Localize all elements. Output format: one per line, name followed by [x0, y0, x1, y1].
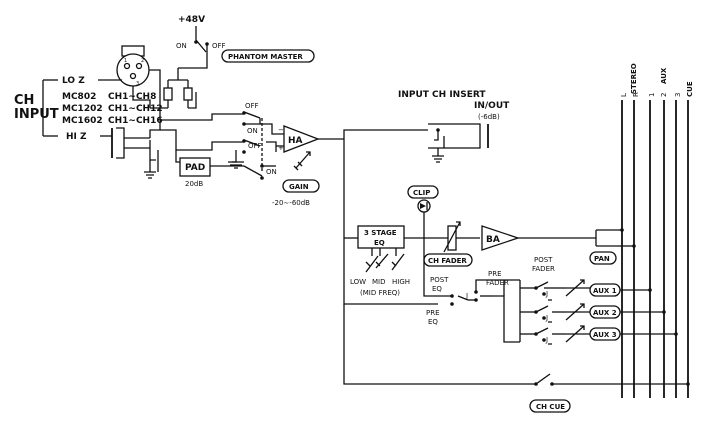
ch-fader-label: CH FADER	[428, 257, 467, 265]
ch-fader	[443, 221, 461, 253]
pre-fader-label-2: FADER	[486, 279, 509, 287]
model-channels: CH1∼CH16	[108, 116, 163, 126]
bus-r-label: R	[632, 92, 640, 97]
model-name: MC802	[62, 92, 96, 102]
phantom-resistors	[150, 68, 197, 109]
clip-label: CLIP	[413, 189, 430, 197]
phantom-off-label: OFF	[212, 42, 226, 50]
jumper-label-3: J	[545, 336, 548, 344]
pad-db-label: 20dB	[185, 180, 203, 188]
pre-eq-label-2: EQ	[428, 318, 438, 326]
ha-label: HA	[288, 136, 303, 146]
eq-mid-label: MID	[372, 278, 386, 286]
buffer-amp: BA	[481, 225, 596, 251]
switch-off-label-1: OFF	[245, 102, 259, 110]
input-bracket	[42, 79, 122, 137]
lo-z-label: LO Z	[62, 76, 85, 86]
jumper-label-1: J	[545, 290, 548, 298]
ch-cue-tag: CH CUE	[529, 399, 571, 413]
pre-eq-label-1: PRE	[426, 309, 440, 317]
jumper-label-2: J	[545, 314, 548, 322]
insert-db-label: (-6dB)	[478, 113, 500, 121]
aux1-tag: AUX 1	[589, 283, 621, 297]
post-eq-label-2: EQ	[432, 285, 442, 293]
post-eq-label-1: POST	[430, 276, 449, 284]
eq-low-label: LOW	[350, 278, 366, 286]
post-fader-label-1: POST	[534, 256, 553, 264]
insert-title: INPUT CH INSERT	[398, 90, 486, 100]
pan-pot	[595, 229, 618, 247]
input-select-switch	[228, 111, 284, 180]
svg-text:+: +	[278, 144, 284, 152]
model-name: MC1602	[62, 116, 103, 126]
bus-2-label: 2	[660, 93, 668, 97]
svg-text:1: 1	[124, 58, 127, 64]
bus-3-label: 3	[674, 93, 682, 97]
jumper-label-4: J	[465, 292, 468, 300]
post-fader-label-2: FADER	[532, 265, 555, 273]
aux3-label: AUX 3	[593, 331, 617, 339]
switch-off-label-2: OFF	[248, 142, 262, 150]
xlr-connector-icon: 1 2 3	[116, 45, 161, 108]
pan-tag: PAN	[589, 251, 617, 265]
phantom-on-label: ON	[176, 42, 187, 50]
model-list: MC802 CH1∼CH8 MC1202 CH1∼CH12 MC1602 CH1…	[62, 92, 163, 126]
switch-on-label-2: ON	[266, 168, 277, 176]
bus-1-label: 1	[648, 93, 656, 97]
aux2-tag: AUX 2	[589, 305, 621, 319]
pre-fader-label-1: PRE	[488, 270, 502, 278]
model-channels: CH1∼CH12	[108, 104, 163, 114]
pan-label: PAN	[594, 255, 610, 263]
aux1-label: AUX 1	[593, 287, 617, 295]
aux-send-row-2	[520, 303, 590, 321]
eq-high-label: HIGH	[392, 278, 410, 286]
bus-cue-label: CUE	[686, 81, 694, 97]
ch-cue-label: CH CUE	[536, 403, 565, 411]
aux2-label: AUX 2	[593, 309, 617, 317]
bus-aux-label: AUX	[660, 67, 668, 84]
hi-z-jack-icon	[111, 108, 161, 179]
svg-text:3: 3	[136, 81, 139, 87]
ba-label: BA	[486, 235, 500, 245]
aux-send-row-3	[520, 299, 590, 345]
eq-block: 3 STAGE EQ	[344, 225, 480, 273]
clip-led: CLIP	[407, 185, 439, 238]
input-label: INPUT	[14, 107, 59, 122]
output-buses	[618, 100, 690, 398]
bus-l-label: L	[620, 93, 628, 97]
hi-z-label: HI Z	[66, 132, 87, 142]
phantom-voltage-label: +48V	[178, 15, 205, 25]
model-channels: CH1∼CH8	[108, 92, 156, 102]
svg-text:2: 2	[141, 58, 144, 64]
model-name: MC1202	[62, 104, 103, 114]
gain-range-label: -20∼-60dB	[272, 199, 310, 207]
phantom-supply-wire	[178, 26, 209, 69]
insert-jack-icon	[343, 123, 489, 238]
ch-label: CH	[14, 93, 34, 108]
svg-text:−: −	[278, 126, 284, 134]
ch-fader-tag: CH FADER	[423, 253, 473, 267]
insert-inout-label: IN/OUT	[474, 101, 510, 111]
pad-block: PAD 20dB	[179, 157, 244, 188]
phantom-master-label: PHANTOM MASTER	[228, 53, 303, 61]
eq-midfreq-label: (MID FREQ)	[360, 289, 400, 297]
gain-tag: GAIN	[282, 179, 320, 193]
eq-subtitle: EQ	[374, 239, 385, 247]
switch-on-label-1: ON	[247, 127, 258, 135]
aux3-tag: AUX 3	[589, 327, 621, 341]
aux-send-row-1	[520, 279, 590, 297]
ch-cue-routing	[343, 304, 688, 386]
phantom-master-tag: PHANTOM MASTER	[221, 49, 315, 63]
gain-label: GAIN	[289, 183, 309, 191]
input-routing	[157, 113, 244, 172]
head-amp: HA − +	[276, 125, 344, 171]
bus-stereo-label: STEREO	[630, 63, 638, 94]
eq-title: 3 STAGE	[364, 229, 397, 237]
pad-label: PAD	[185, 163, 205, 173]
